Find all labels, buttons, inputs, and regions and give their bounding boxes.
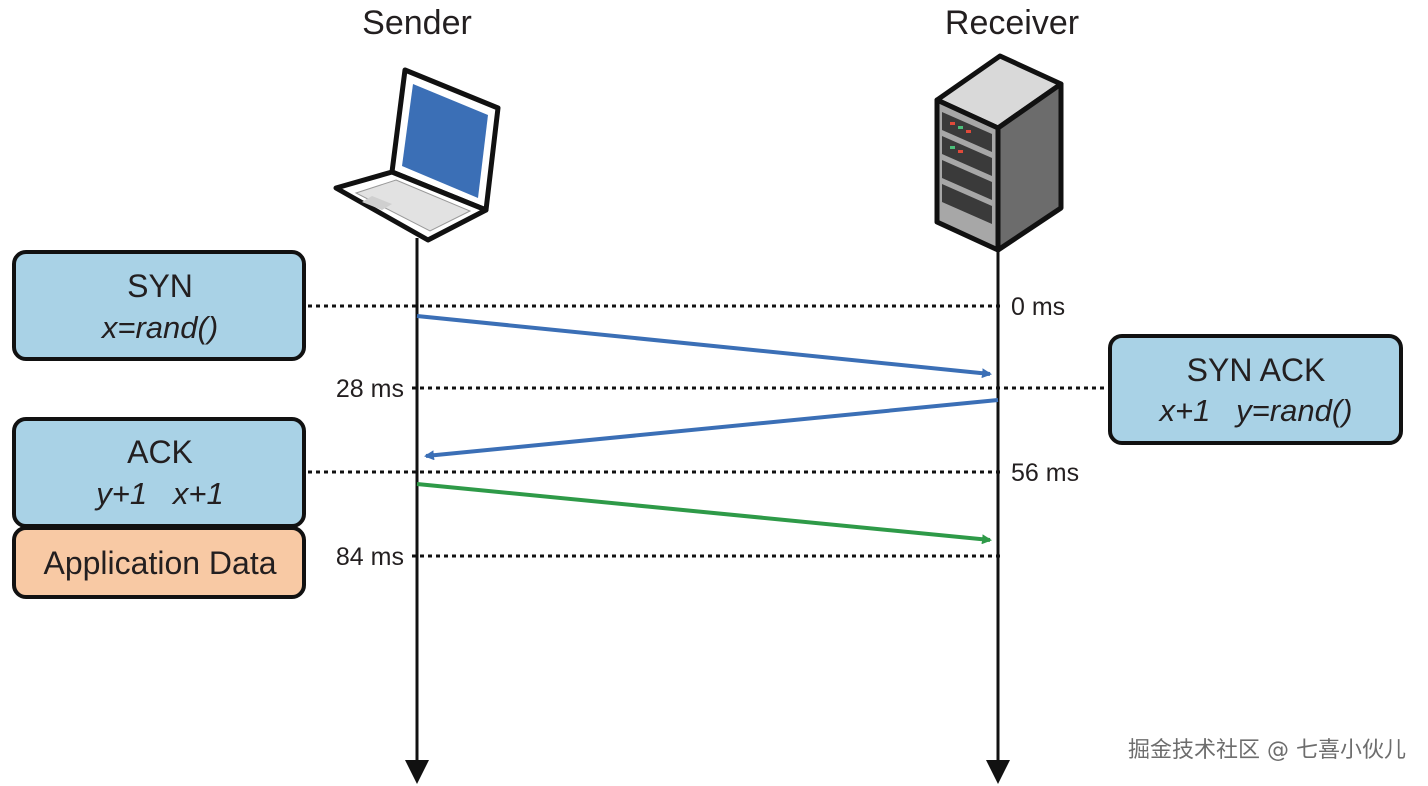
syn-box-bg bbox=[12, 250, 306, 361]
application-data-box-bg bbox=[12, 526, 306, 599]
time-label-0: 0 ms bbox=[1011, 293, 1065, 321]
syn-ack-title: SYN ACK bbox=[1187, 352, 1326, 388]
time-label-1: 28 ms bbox=[336, 375, 404, 403]
watermark: 掘金技术社区 @ 七喜小伙儿 bbox=[1128, 738, 1406, 763]
application-data-title: Application Data bbox=[43, 545, 276, 581]
time-label-3: 84 ms bbox=[336, 543, 404, 571]
syn-ack-box: SYN ACK x+1 y=rand() bbox=[1108, 334, 1403, 445]
receiver-timeline-arrowhead bbox=[986, 760, 1010, 784]
syn-ack-detail: x+1 y=rand() bbox=[1158, 393, 1353, 428]
syn-ack-arrow bbox=[424, 398, 999, 461]
ack-title: ACK bbox=[127, 434, 193, 470]
ack-detail: y+1 x+1 bbox=[94, 476, 224, 511]
syn-detail: x=rand() bbox=[100, 310, 218, 345]
syn-box: SYN x=rand() bbox=[12, 250, 306, 361]
ack-box: ACK y+1 x+1 bbox=[12, 417, 306, 528]
syn-ack-box-bg bbox=[1108, 334, 1403, 445]
time-label-2: 56 ms bbox=[1011, 459, 1079, 487]
receiver-label: Receiver bbox=[945, 4, 1079, 42]
application-data-box: Application Data bbox=[12, 526, 306, 599]
sender-label: Sender bbox=[362, 4, 472, 42]
syn-title: SYN bbox=[127, 268, 193, 304]
syn-arrow bbox=[416, 314, 992, 379]
sender-timeline-arrowhead bbox=[405, 760, 429, 784]
laptop-icon bbox=[333, 67, 501, 243]
server-icon bbox=[934, 53, 1064, 253]
ack-data-arrow bbox=[416, 482, 992, 545]
